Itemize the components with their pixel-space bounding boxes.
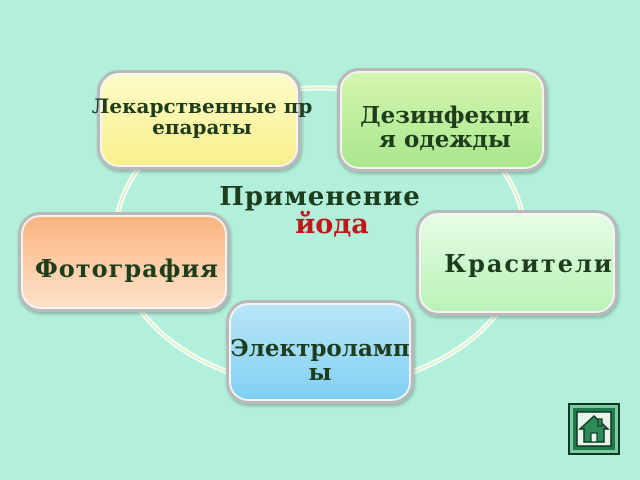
node-dyes: Красители <box>416 210 618 316</box>
node-dyes-label: Красители <box>444 249 614 278</box>
home-button[interactable] <box>568 403 620 455</box>
node-medicines-label: Лекарственные препараты <box>91 94 313 139</box>
node-photo: Фотография <box>18 212 230 312</box>
node-disinfection-label: Дезинфекция одежды <box>360 102 530 154</box>
node-lamps-label: Электролампы <box>230 335 410 387</box>
node-disinfection: Дезинфекция одежды <box>337 68 547 172</box>
home-icon <box>576 411 612 447</box>
center-title-line1: Применение <box>219 182 421 212</box>
node-medicines: Лекарственные препараты <box>92 70 312 170</box>
center-title: Применение йода <box>190 182 450 241</box>
node-photo-label: Фотография <box>35 254 219 283</box>
node-lamps: Электролампы <box>226 300 414 404</box>
center-title-line2: йода <box>295 209 369 241</box>
